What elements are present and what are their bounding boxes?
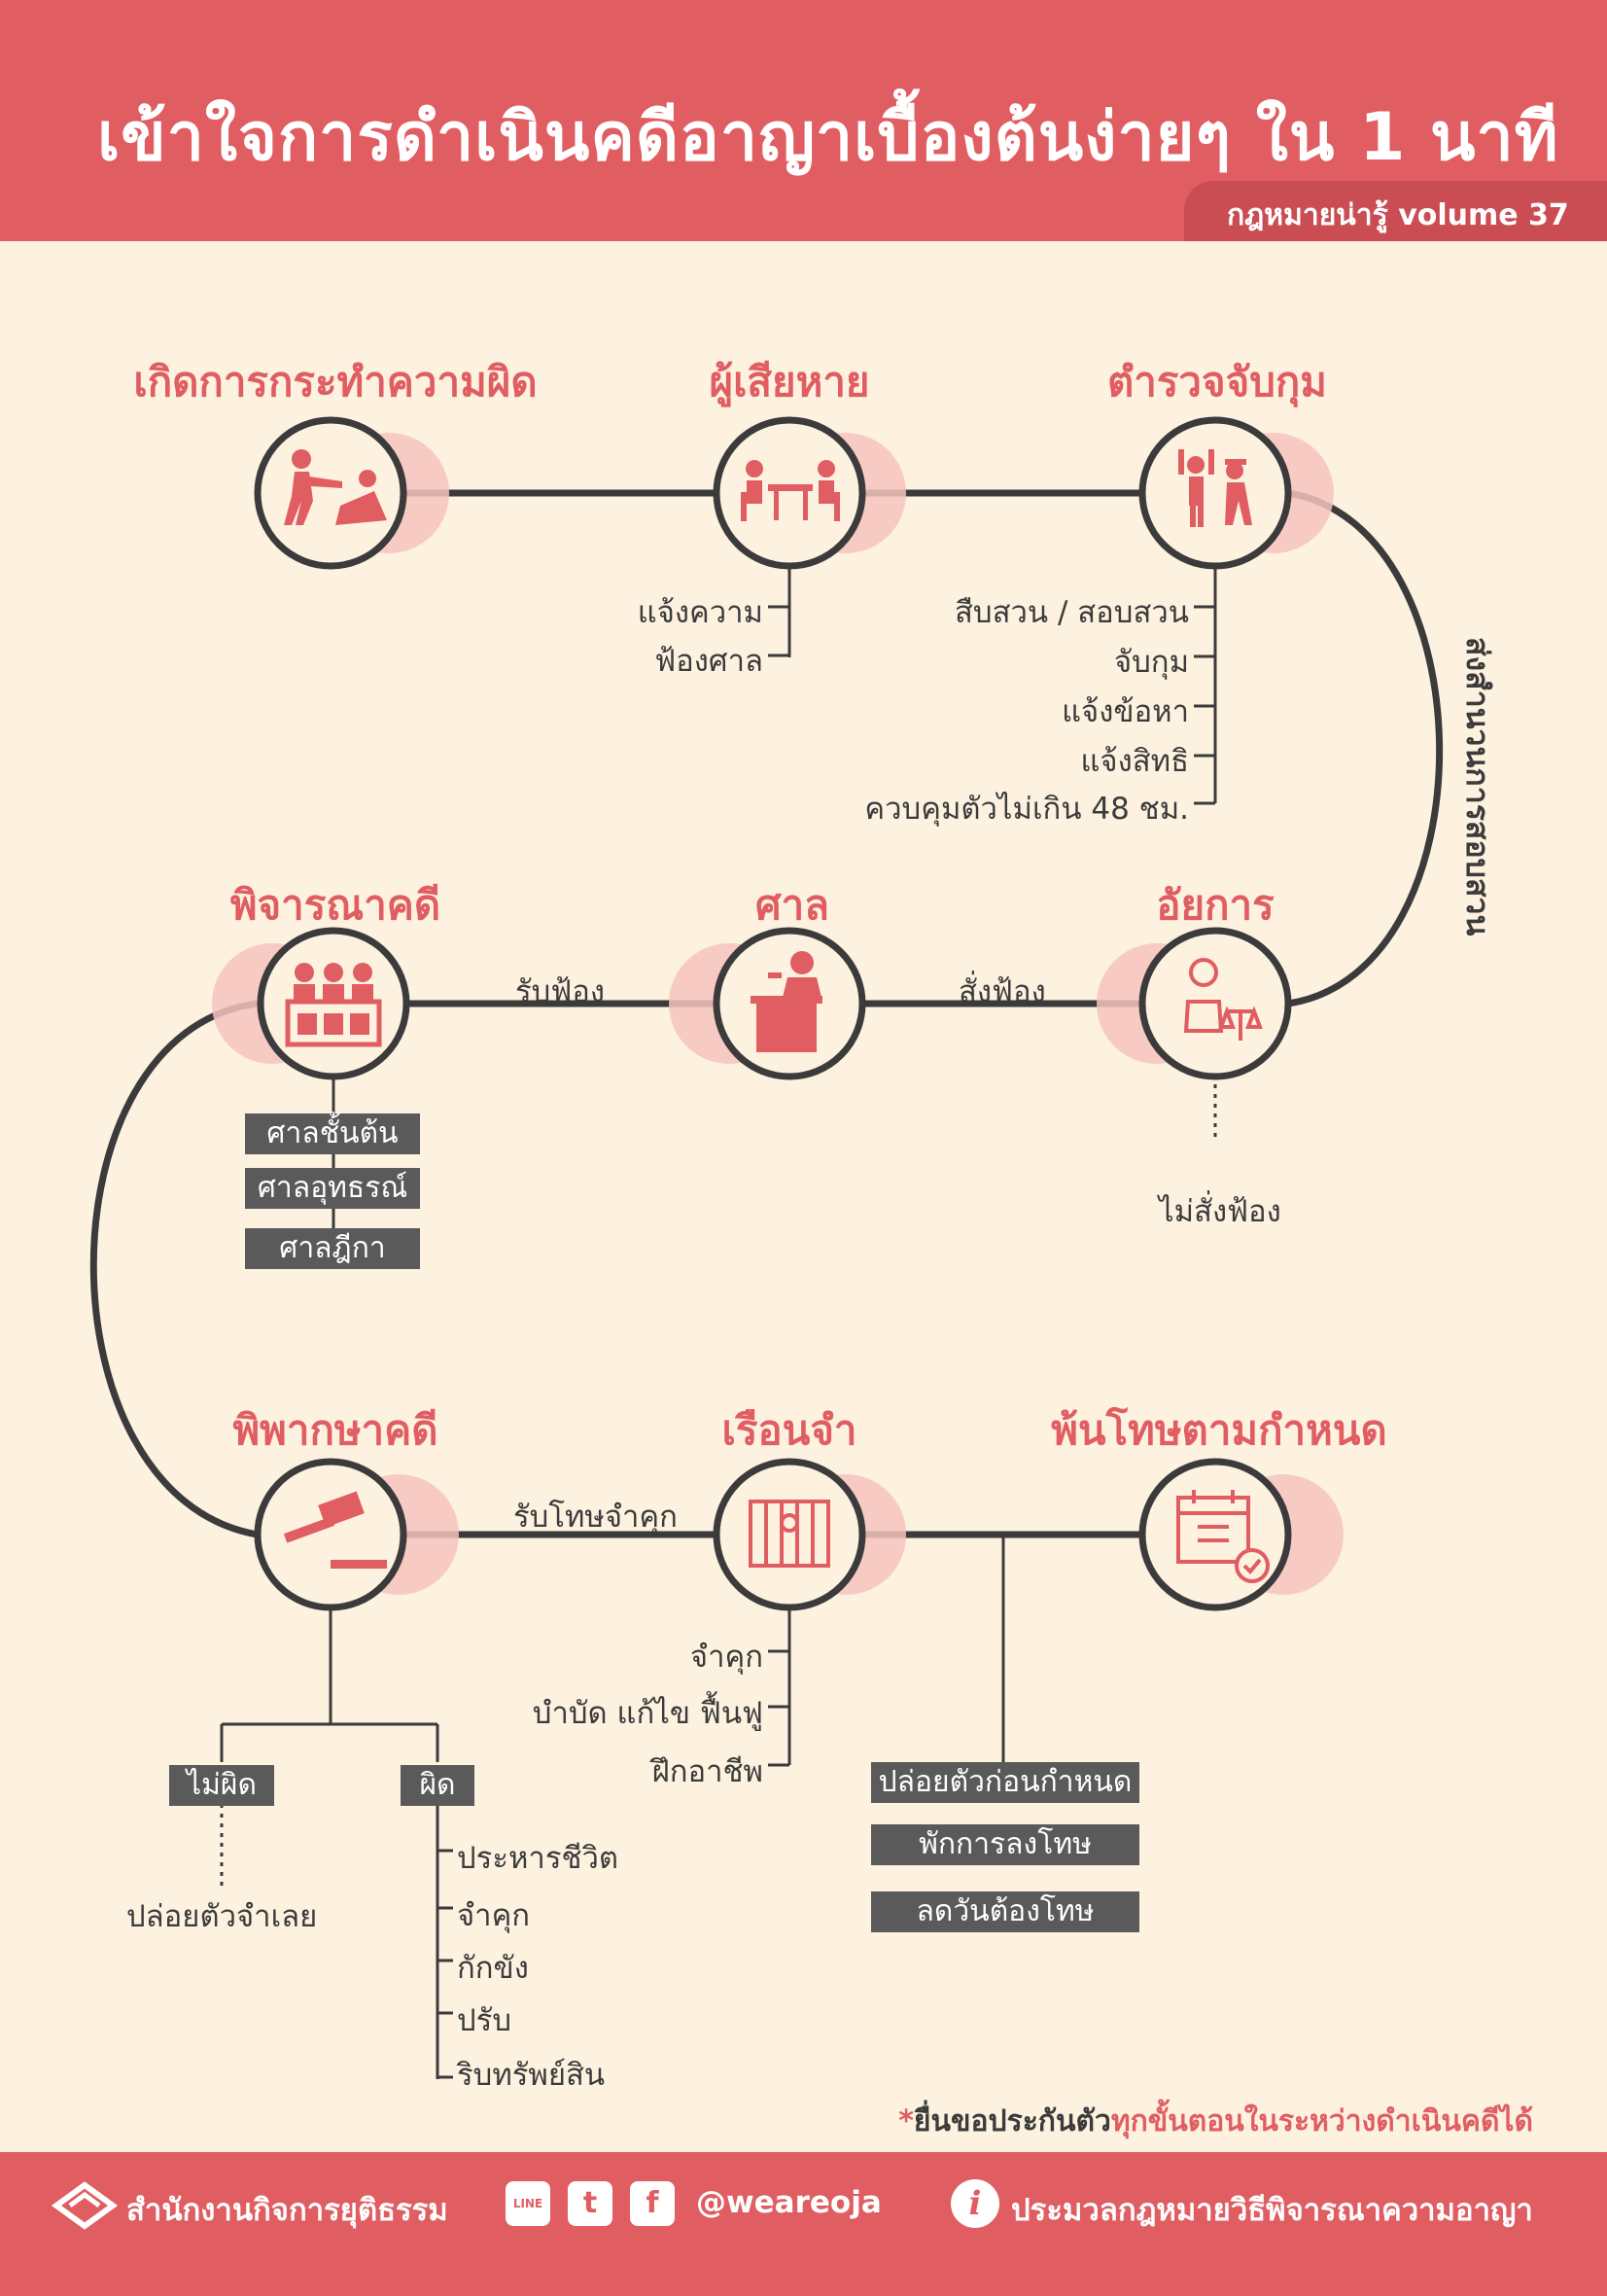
stage-title-prison: เรือนจำ (721, 1406, 857, 1454)
stage-title-release: พ้นโทษตามกำหนด (1051, 1406, 1387, 1454)
guilty-box: ผิด (401, 1765, 474, 1806)
police-action: สืบสวน / สอบสวน (954, 595, 1189, 630)
prison-action: บำบัด แก้ไข ฟื้นฟู (532, 1696, 763, 1731)
victim-action: แจ้งความ (637, 595, 763, 630)
volume-tab (1184, 181, 1607, 241)
penalty-item: จำคุก (457, 1898, 531, 1933)
stage-title-judgment: พิพากษาคดี (232, 1406, 438, 1454)
prison-action: จำคุก (689, 1640, 763, 1675)
note-mark: * (898, 2104, 914, 2138)
victim-action: ฟ้องศาล (654, 644, 763, 679)
court-level-box: ศาลฎีกา (245, 1228, 420, 1269)
judges-panel-icon (285, 963, 382, 1047)
judgment-circle (254, 1458, 407, 1611)
penalty-item: กักขัง (457, 1951, 529, 1986)
info-icon: i (951, 2179, 999, 2228)
prosecutor-scales-icon (1183, 958, 1263, 1041)
gavel-icon (283, 1491, 387, 1569)
stage-title-police: ตำรวจจับกุม (1107, 358, 1327, 406)
volume-label: กฎหมายน่ารู้ volume 37 (1227, 198, 1569, 232)
police-action: ควบคุมตัวไม่เกิน 48 ชม. (864, 792, 1189, 827)
early-release-box: ลดวันต้องโทษ (871, 1891, 1139, 1932)
stage-title-victim: ผู้เสียหาย (709, 358, 870, 406)
arrest-icon (1178, 449, 1252, 527)
prison-bars-icon (749, 1500, 830, 1568)
calendar-check-icon (1176, 1490, 1270, 1583)
sentence-label: รับโทษจำคุก (513, 1500, 678, 1535)
stage-title-trial: พิจารณาคดี (229, 881, 441, 929)
no-prosecute-label: ไม่สั่งฟ้อง (1159, 1194, 1281, 1229)
social-handle[interactable]: @weareoja (696, 2185, 882, 2220)
penalty-item: ปรับ (457, 2003, 512, 2038)
org-name: สำนักงานกิจการยุติธรรม (126, 2193, 448, 2228)
release-circle (1138, 1458, 1292, 1611)
send-file-label: ส่งสำนวนการสอบสวน (1459, 637, 1496, 936)
bail-note: *ยื่นขอประกันตัวทุกขั้นตอนในระหว่างดำเนิ… (898, 2099, 1533, 2144)
curve-right (1287, 489, 1444, 1007)
police-action: จับกุม (1113, 645, 1189, 680)
report-desk-icon (741, 460, 840, 521)
victim-circle (713, 416, 866, 570)
police-circle (1138, 416, 1292, 570)
judge-bench-icon (751, 951, 822, 1052)
court-level-box: ศาลชั้นต้น (245, 1113, 420, 1154)
stage-title-court: ศาล (755, 881, 829, 929)
prison-circle (713, 1458, 866, 1611)
penalty-item: ประหารชีวิต (457, 1841, 619, 1876)
penalty-item: ริบทรัพย์สิน (457, 2058, 606, 2093)
stage-title-prosecutor: อัยการ (1156, 881, 1275, 929)
note-text-1: ยื่นขอประกันตัว (913, 2104, 1111, 2138)
footer-bar (0, 2152, 1607, 2296)
police-action: แจ้งสิทธิ (1080, 744, 1189, 779)
note-text-2: ทุกขั้นตอนในระหว่างดำเนินคดีได้ (1110, 2104, 1533, 2138)
order-prosecute-label: สั่งฟ้อง (959, 974, 1046, 1009)
line-icon[interactable]: LINE (506, 2181, 550, 2226)
court-level-box: ศาลอุทธรณ์ (245, 1168, 420, 1209)
release-defendant-label: ปล่อยตัวจำเลย (126, 1899, 318, 1934)
accept-case-label: รับฟ้อง (515, 974, 606, 1009)
prison-action: ฝึกอาชีพ (651, 1754, 763, 1789)
police-action: แจ้งข้อหา (1062, 694, 1189, 729)
curve-left (89, 1000, 259, 1538)
assault-icon (284, 449, 387, 525)
offense-circle (254, 416, 407, 570)
oja-logo-icon (51, 2181, 119, 2230)
early-release-box: ปล่อยตัวก่อนกำหนด (871, 1762, 1139, 1803)
page-title: เข้าใจการดำเนินคดีอาญาเบื้องต้นง่ายๆ ใน … (97, 99, 1559, 176)
stage-title-offense: เกิดการกระทำความผิด (133, 358, 538, 406)
early-release-box: พักการลงโทษ (871, 1824, 1139, 1865)
twitter-icon[interactable]: t (568, 2181, 612, 2226)
law-reference: ประมวลกฎหมายวิธีพิจารณาความอาญา (1011, 2193, 1533, 2228)
not-guilty-box: ไม่ผิด (169, 1765, 274, 1806)
bracket-lines (220, 545, 1217, 2079)
facebook-icon[interactable]: f (630, 2181, 675, 2226)
